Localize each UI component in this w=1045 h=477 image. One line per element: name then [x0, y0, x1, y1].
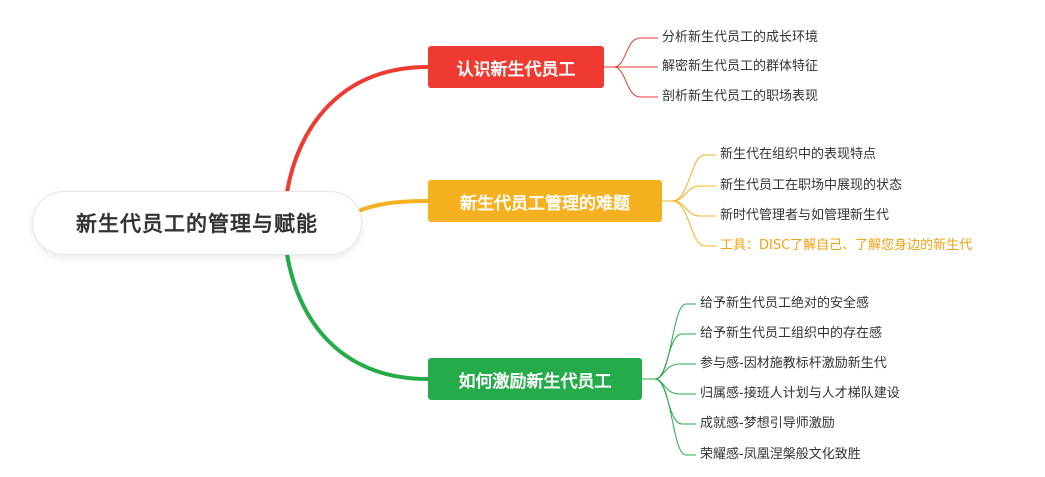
- branch-topic-challenges[interactable]: 新生代员工管理的难题: [428, 180, 662, 222]
- subtopic-item-tool[interactable]: 工具：DISC了解自己、了解您身边的新生代: [720, 238, 973, 253]
- connector-root-branch-2: [359, 199, 430, 212]
- subtopic-item[interactable]: 新时代管理者与如管理新生代: [720, 208, 890, 223]
- branch-topic-motivate[interactable]: 如何激励新生代员工: [428, 358, 642, 400]
- subtopic-item[interactable]: 剖析新生代员工的职场表现: [662, 89, 819, 104]
- connector-root-branch-3: [285, 252, 430, 381]
- subtopic-item[interactable]: 解密新生代员工的群体特征: [662, 59, 819, 74]
- subtopic-item[interactable]: 参与感-因材施教标杆激励新生代: [700, 356, 887, 371]
- subtopic-item[interactable]: 给予新生代员工绝对的安全感: [700, 296, 870, 311]
- connector-group-branch-2: [662, 154, 716, 247]
- subtopic-item[interactable]: 新生代员工在职场中展现的状态: [720, 178, 903, 193]
- connector-group-branch-3: [642, 303, 696, 456]
- branch-topic-recognize[interactable]: 认识新生代员工: [428, 46, 604, 88]
- subtopic-item[interactable]: 给予新生代员工组织中的存在感: [700, 326, 883, 341]
- subtopic-item[interactable]: 荣耀感-凤凰涅槃般文化致胜: [700, 447, 861, 462]
- subtopic-item[interactable]: 归属感-接班人计划与人才梯队建设: [700, 386, 900, 401]
- connector-group-branch-1: [604, 37, 658, 98]
- connector-root-branch-1: [285, 65, 430, 194]
- subtopic-item[interactable]: 分析新生代员工的成长环境: [662, 30, 819, 45]
- subtopic-item[interactable]: 成就感-梦想引导师激励: [700, 416, 835, 431]
- root-topic[interactable]: 新生代员工的管理与赋能: [33, 192, 361, 254]
- subtopic-item[interactable]: 新生代在组织中的表现特点: [720, 147, 877, 162]
